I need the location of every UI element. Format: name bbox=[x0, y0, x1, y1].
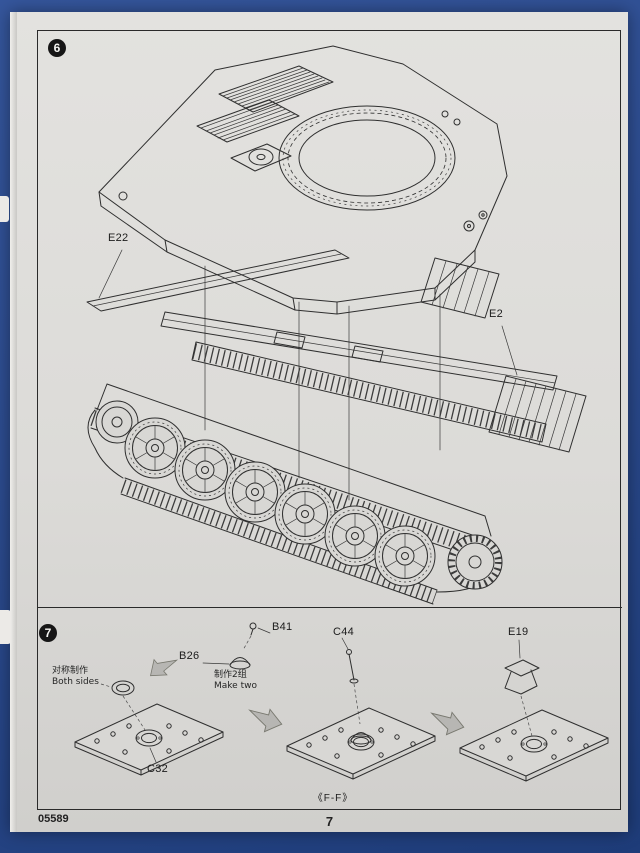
assembly-middle-drawing bbox=[286, 637, 436, 780]
note-make-two: 制作2组 Make two bbox=[214, 670, 257, 692]
arrow-right-icon bbox=[427, 707, 467, 739]
assembly-right-drawing bbox=[459, 639, 609, 782]
footer-kit-number: 05589 bbox=[38, 813, 69, 825]
step7-badge: 7 bbox=[39, 624, 57, 642]
track-drawing bbox=[191, 341, 547, 443]
paper-edge-tab-bottom bbox=[0, 610, 11, 644]
part-label-b41: B41 bbox=[272, 621, 293, 633]
note-both-sides-cn: 对称制作 bbox=[52, 666, 89, 676]
part-label-b26: B26 bbox=[179, 650, 200, 662]
upper-hull-drawing bbox=[98, 45, 508, 319]
leader-lines bbox=[98, 249, 518, 376]
arrow-down-left-icon bbox=[143, 648, 181, 684]
note-both-sides: 对称制作 Both sides bbox=[52, 666, 99, 688]
note-both-sides-en: Both sides bbox=[52, 677, 99, 687]
note-make-two-cn: 制作2组 bbox=[214, 670, 247, 680]
step7-assembly-diagram bbox=[74, 622, 609, 782]
page-left-edge bbox=[10, 12, 17, 832]
note-make-two-en: Make two bbox=[214, 681, 257, 691]
part-label-e19: E19 bbox=[508, 626, 529, 638]
part-e2-drawing bbox=[488, 375, 587, 453]
step6-exploded-diagram bbox=[86, 45, 587, 605]
assembly-guide-lines bbox=[204, 265, 441, 501]
lower-hull-drawing bbox=[87, 383, 503, 605]
footer-page-number: 7 bbox=[325, 814, 334, 829]
part-label-c32: C32 bbox=[147, 763, 169, 775]
arrow-right-icon bbox=[245, 704, 285, 736]
section-ff-label: 《F-F》 bbox=[312, 793, 354, 804]
part-label-e22: E22 bbox=[108, 232, 129, 244]
part-e22-drawing bbox=[86, 249, 350, 312]
part-b26-b41-drawing bbox=[202, 622, 271, 670]
fender-drawing bbox=[160, 311, 558, 391]
part-label-c44: C44 bbox=[333, 626, 355, 638]
page-frame bbox=[37, 30, 621, 810]
step6-badge: 6 bbox=[48, 39, 66, 57]
part-label-e2: E2 bbox=[489, 308, 504, 320]
assembly-left-drawing bbox=[74, 680, 224, 776]
section-divider bbox=[37, 607, 622, 608]
paper-edge-tab-top bbox=[0, 196, 9, 222]
